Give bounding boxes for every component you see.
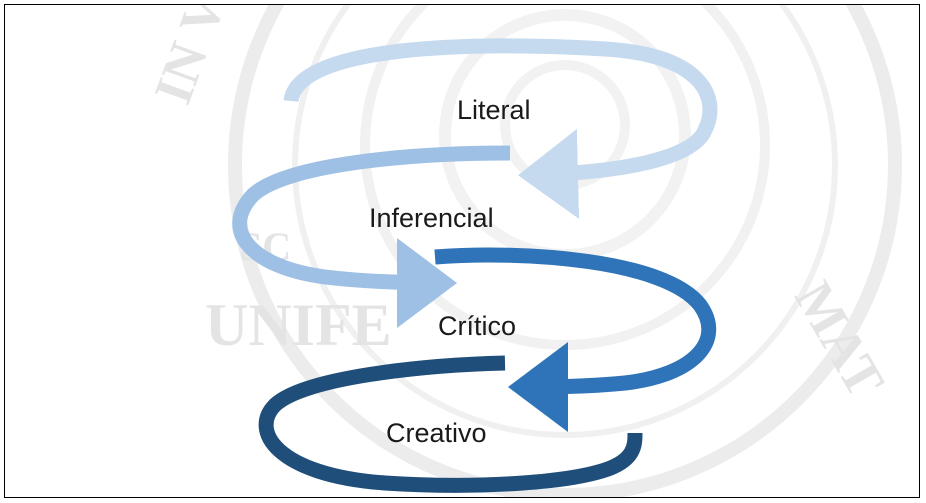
level-label-inferencial: Inferencial: [369, 203, 494, 233]
watermark-seal-text: UNIFE: [205, 292, 392, 358]
spiral-arrow-inferencial: [232, 145, 511, 328]
level-label-creativo: Creativo: [386, 418, 487, 448]
watermark-arc-left: IN VI: [142, 5, 244, 111]
spiral-arrow-critico: [434, 247, 717, 432]
level-label-critico: Crítico: [438, 311, 516, 341]
spiral-arrow-literal: [283, 38, 718, 219]
spiral-arrow-creativo: [258, 355, 643, 493]
level-label-literal: Literal: [457, 95, 531, 125]
spiral-diagram: IN VI MAT UNIFE SC Literal Inferencial C…: [142, 5, 902, 497]
diagram-frame: IN VI MAT UNIFE SC Literal Inferencial C…: [4, 4, 920, 498]
